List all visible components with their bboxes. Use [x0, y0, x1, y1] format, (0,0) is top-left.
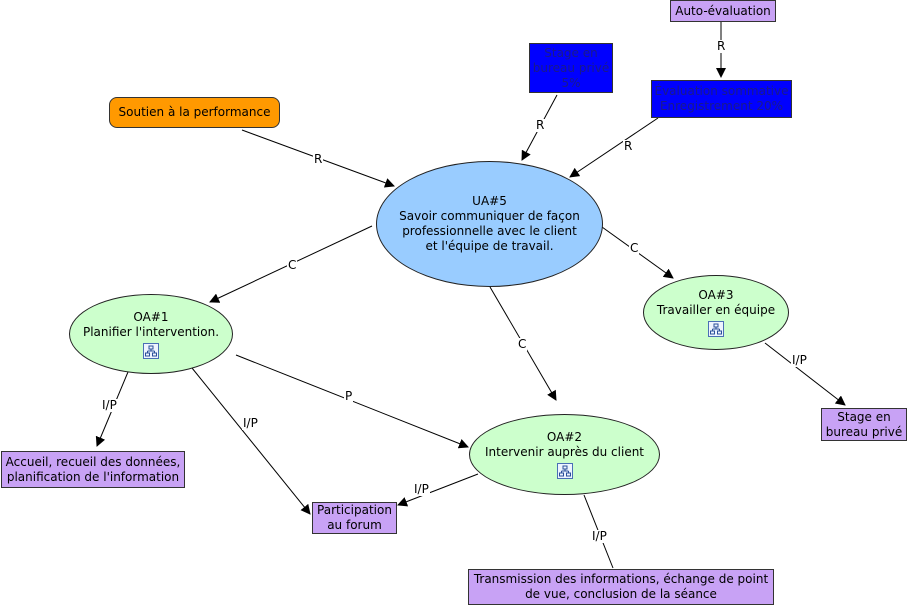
node-soutien-performance[interactable]: Soutien à la performance — [109, 97, 280, 128]
node-line: Intervenir auprès du client — [484, 445, 645, 459]
link-oa1-participation — [191, 367, 311, 515]
node-stage-bureau-5[interactable]: Stage en bureau privé 5% — [529, 43, 613, 93]
node-line: Savoir communiquer de façon — [399, 209, 580, 223]
node-line: Accueil, recueil des données, — [5, 454, 181, 469]
node-line: Stage en — [544, 45, 598, 60]
concept-map-icon[interactable] — [143, 342, 159, 359]
node-line: OA#1 — [133, 309, 169, 324]
link-oa3-stage — [764, 342, 846, 406]
node-line: au forum — [327, 518, 382, 532]
node-auto-evaluation[interactable]: Auto-évaluation — [670, 0, 776, 22]
node-oa1[interactable]: OA#1 Planifier l'intervention. — [69, 294, 233, 374]
link-label-ip: I/P — [242, 416, 259, 430]
link-label-ip: I/P — [413, 482, 430, 496]
link-eval-ua5 — [569, 117, 659, 178]
node-line: professionnelle avec le client — [402, 224, 577, 238]
node-participation-forum[interactable]: Participation au forum — [312, 502, 397, 534]
node-line: Stage en — [837, 409, 891, 424]
link-label-p: P — [344, 389, 354, 403]
link-label-ip: I/P — [791, 353, 808, 367]
node-line: Enregistrement 20% — [659, 99, 784, 113]
node-line: Travailler en équipe — [656, 303, 776, 317]
node-line: bureau privé — [532, 60, 610, 75]
node-label: Soutien à la performance — [118, 105, 271, 119]
concept-map-icon[interactable] — [556, 463, 573, 479]
link-oa2-participation — [397, 473, 479, 507]
node-label: Auto-évaluation — [675, 3, 771, 18]
node-oa2[interactable]: OA#2 Intervenir auprès du client — [469, 414, 660, 495]
node-line: Participation — [317, 503, 392, 517]
link-label-c: C — [629, 241, 640, 255]
node-line: de vue, conclusion de la séance — [525, 587, 717, 601]
node-line: 5% — [561, 75, 581, 90]
link-label-r: R — [623, 139, 634, 153]
node-line: Évaluation sommative — [654, 84, 789, 98]
link-label-ip: I/P — [101, 398, 118, 412]
concept-map-icon[interactable] — [708, 321, 724, 337]
link-label-ip: I/P — [591, 529, 608, 543]
link-label-c: C — [517, 337, 528, 351]
node-oa3[interactable]: OA#3 Travailler en équipe — [643, 275, 789, 350]
node-evaluation-sommative[interactable]: Évaluation sommative Enregistrement 20% — [651, 80, 792, 118]
node-line: Transmission des informations, échange d… — [473, 572, 769, 586]
node-transmission[interactable]: Transmission des informations, échange d… — [468, 569, 774, 605]
link-label-r: R — [716, 39, 727, 53]
node-line: OA#3 — [698, 288, 734, 302]
node-stage-bureau-prive[interactable]: Stage en bureau privé — [821, 408, 907, 441]
node-line: planification de l'information — [6, 469, 180, 484]
link-label-c: C — [287, 258, 298, 272]
node-line: bureau privé — [825, 424, 903, 439]
link-label-r: R — [535, 118, 546, 132]
node-line: UA#5 — [472, 194, 507, 208]
node-line: Planifier l'intervention. — [82, 324, 220, 339]
node-line: et l'équipe de travail. — [425, 239, 554, 253]
node-accueil[interactable]: Accueil, recueil des données, planificat… — [1, 451, 185, 488]
node-ua5[interactable]: UA#5 Savoir communiquer de façon profess… — [376, 161, 603, 287]
node-line: OA#2 — [546, 430, 583, 444]
link-label-r: R — [313, 152, 324, 166]
